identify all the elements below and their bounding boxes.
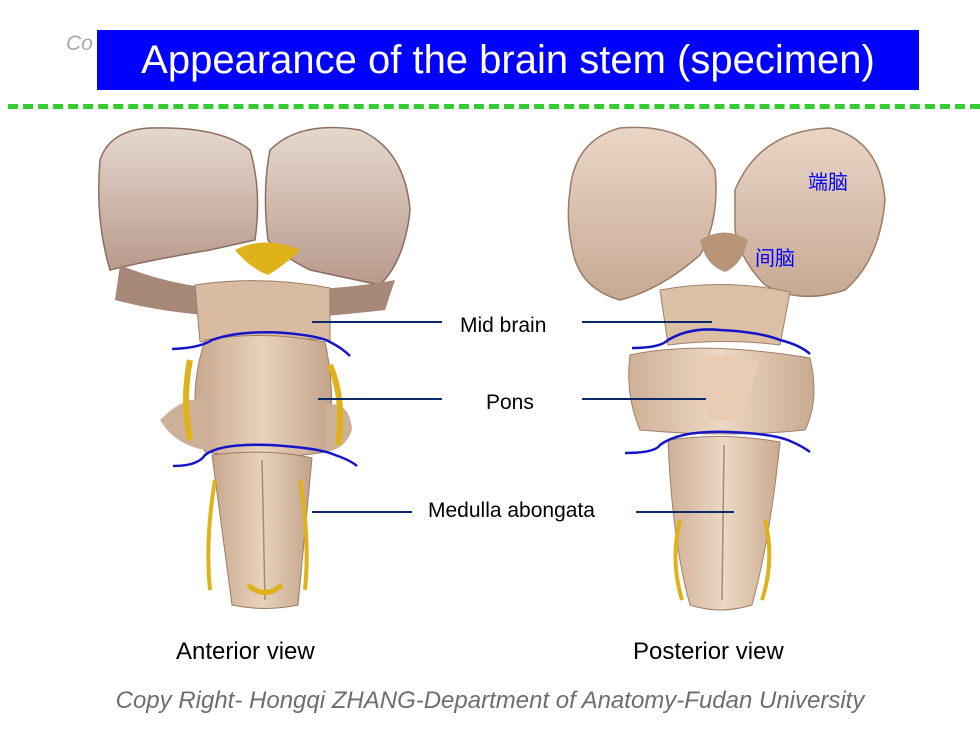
slide-title: Appearance of the brain stem (specimen) [97, 30, 919, 90]
label-telencephalon-cn: 端脑 [808, 172, 848, 194]
posterior-right-hemisphere [734, 127, 886, 298]
posterior-midbrain-pons-boundary [631, 328, 811, 355]
label-diencephalon-cn: 间脑 [755, 248, 795, 270]
anterior-right-hemisphere [264, 126, 411, 286]
anterior-pons-medulla-boundary [172, 443, 358, 468]
anterior-midbrain-pons-boundary [171, 331, 351, 357]
posterior-pons-medulla-boundary [624, 430, 811, 455]
label-mid-brain: Mid brain [460, 314, 547, 337]
posterior-left-hemisphere [567, 126, 717, 301]
copyright-footer: Copy Right- Hongqi ZHANG-Department of A… [115, 687, 865, 714]
title-fragment: Co [66, 32, 93, 55]
label-pons: Pons [486, 391, 534, 414]
section-divider [8, 104, 980, 109]
caption-posterior-view: Posterior view [633, 638, 784, 665]
posterior-medulla [667, 435, 781, 611]
label-medulla-abongata: Medulla abongata [428, 499, 595, 522]
anterior-left-hemisphere [98, 127, 259, 271]
anterior-medulla [211, 451, 313, 609]
caption-anterior-view: Anterior view [176, 638, 315, 665]
